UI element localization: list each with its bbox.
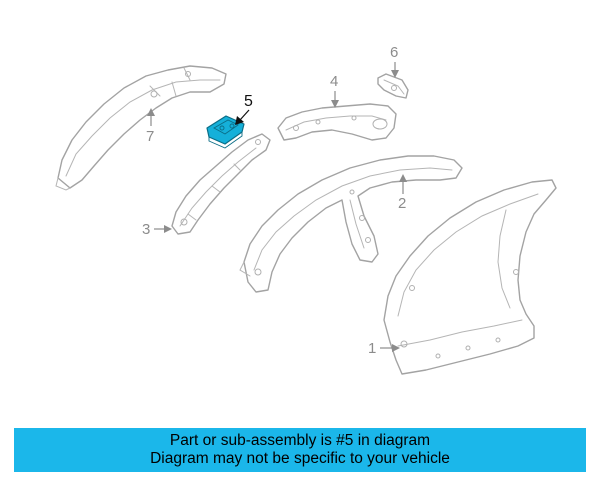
part-2-front-pillar: [239, 155, 463, 293]
banner-line-disclaimer: Diagram may not be specific to your vehi…: [150, 450, 450, 467]
part-7-arch-rail: [55, 65, 227, 191]
svg-text:3: 3: [142, 221, 150, 238]
callout-5: 5: [235, 93, 253, 125]
part-4-roof-rail: [277, 103, 397, 141]
part-5-bracket-highlighted: [206, 115, 245, 149]
part-info-banner: Part or sub-assembly is #5 in diagram Di…: [14, 428, 586, 472]
svg-text:2: 2: [398, 195, 406, 212]
svg-text:5: 5: [244, 93, 253, 110]
svg-text:4: 4: [330, 73, 338, 90]
callout-4: 4: [330, 73, 339, 108]
svg-text:7: 7: [146, 128, 154, 145]
callout-1: 1: [368, 340, 400, 357]
banner-line-part-number: Part or sub-assembly is #5 in diagram: [169, 432, 431, 449]
part-6-bracket: [377, 73, 409, 99]
parts-diagram: 1 2 3 4 5 6 7: [55, 44, 557, 375]
part-1-body-side-panel: [383, 179, 557, 375]
svg-text:1: 1: [368, 340, 376, 357]
callout-3: 3: [142, 221, 172, 238]
part-3-pillar-reinforcement: [171, 133, 271, 235]
callout-7: 7: [146, 108, 155, 145]
svg-text:6: 6: [390, 44, 398, 61]
callout-6: 6: [390, 44, 399, 78]
callout-2: 2: [398, 174, 407, 212]
